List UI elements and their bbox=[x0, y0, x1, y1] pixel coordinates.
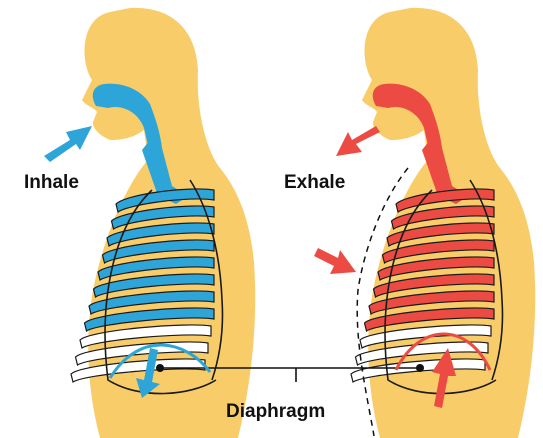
exhale-label: Exhale bbox=[284, 173, 345, 192]
inhale-label: Inhale bbox=[24, 173, 79, 192]
diaphragm-label: Diaphragm bbox=[226, 402, 325, 421]
inhale-figure bbox=[71, 8, 255, 438]
chest-contract-arrow-icon bbox=[314, 248, 356, 274]
exhale-air-arrow-icon bbox=[336, 126, 380, 156]
inhale-air-arrow-icon bbox=[44, 126, 92, 162]
